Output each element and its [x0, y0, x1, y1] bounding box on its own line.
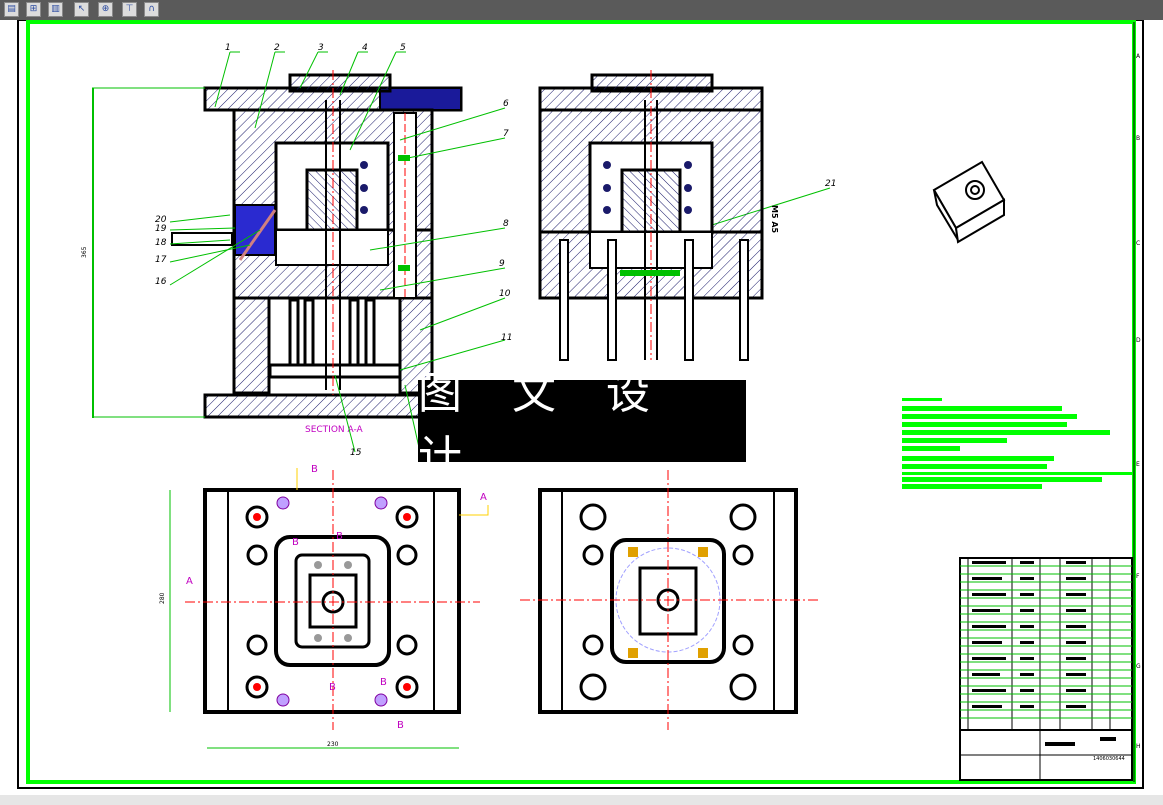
- svg-text:B: B: [292, 537, 299, 548]
- outer-border: [17, 20, 1144, 789]
- svg-text:2: 2: [274, 43, 280, 53]
- svg-text:M5 A5: M5 A5: [770, 205, 779, 234]
- svg-text:C: C: [1136, 240, 1140, 247]
- svg-text:H: H: [1136, 743, 1141, 750]
- leader-lines: [169, 51, 831, 456]
- svg-text:B: B: [336, 531, 343, 542]
- svg-text:B: B: [1136, 135, 1140, 142]
- part-icon[interactable]: ∩: [144, 2, 159, 17]
- section-view-icon[interactable]: ▤: [4, 2, 19, 17]
- svg-text:A: A: [480, 492, 487, 503]
- svg-text:230: 230: [327, 741, 339, 748]
- svg-text:A: A: [186, 576, 193, 587]
- svg-text:20: 20: [155, 215, 167, 225]
- svg-text:5: 5: [400, 43, 406, 53]
- svg-text:21: 21: [825, 179, 836, 189]
- svg-text:280: 280: [159, 592, 166, 604]
- bolt-icon[interactable]: ⊤: [122, 2, 137, 17]
- svg-text:7: 7: [503, 129, 509, 139]
- watermark-overlay: 图 文 设 计: [418, 368, 746, 483]
- status-bar: [0, 795, 1163, 805]
- title-block: 1406030644: [959, 557, 1133, 781]
- svg-text:16: 16: [155, 277, 167, 287]
- svg-text:1: 1: [225, 43, 231, 53]
- side-view-icon[interactable]: ▥: [48, 2, 63, 17]
- cursor-select-icon[interactable]: ↖: [74, 2, 89, 17]
- target-icon[interactable]: ⊕: [98, 2, 113, 17]
- drawing-canvas[interactable]: A B C D E F G H: [0, 20, 1163, 795]
- svg-text:9: 9: [499, 259, 505, 269]
- svg-text:B: B: [311, 464, 318, 475]
- svg-text:B: B: [329, 682, 336, 693]
- svg-text:D: D: [1136, 337, 1141, 344]
- section-markers: A A B B B B B B: [186, 464, 487, 731]
- svg-text:B: B: [380, 677, 387, 688]
- svg-text:17: 17: [155, 255, 167, 265]
- svg-text:18: 18: [155, 238, 167, 248]
- svg-text:365: 365: [81, 246, 88, 258]
- svg-text:3: 3: [318, 43, 324, 53]
- drawing-code: 1406030644: [1093, 756, 1125, 762]
- svg-text:E: E: [1136, 461, 1140, 468]
- toolbar: ▤ ⊞ ▥ ↖ ⊕ ⊤ ∩: [0, 0, 1163, 20]
- technical-notes: [902, 398, 1132, 489]
- svg-text:G: G: [1136, 663, 1141, 670]
- svg-text:4: 4: [362, 43, 368, 53]
- front-view-icon[interactable]: ⊞: [26, 2, 41, 17]
- svg-text:B: B: [397, 720, 404, 731]
- svg-text:19: 19: [155, 224, 167, 234]
- part-number-labels: 1 2 3 4 5 6 7 8 9 10 11 14 15 16 17 18 1…: [155, 43, 836, 458]
- svg-text:A: A: [1136, 53, 1141, 60]
- svg-text:10: 10: [499, 289, 511, 299]
- section-a-a-view: 365 SECTION A-A: [81, 70, 463, 435]
- svg-text:F: F: [1136, 573, 1140, 580]
- border-letters: A B C D E F G H: [1136, 53, 1141, 750]
- isometric-part: [932, 160, 1006, 244]
- svg-text:6: 6: [503, 99, 509, 109]
- section-label: SECTION A-A: [305, 425, 364, 435]
- fixed-half-plan-view: [520, 470, 820, 730]
- svg-text:11: 11: [501, 333, 512, 343]
- svg-text:15: 15: [350, 448, 362, 458]
- side-section-view: M5 A5: [538, 70, 779, 361]
- mold-drawing: A B C D E F G H: [17, 20, 1144, 789]
- svg-text:8: 8: [503, 219, 509, 229]
- moving-half-plan-view: 280 230 A A B B B B B B: [159, 464, 489, 749]
